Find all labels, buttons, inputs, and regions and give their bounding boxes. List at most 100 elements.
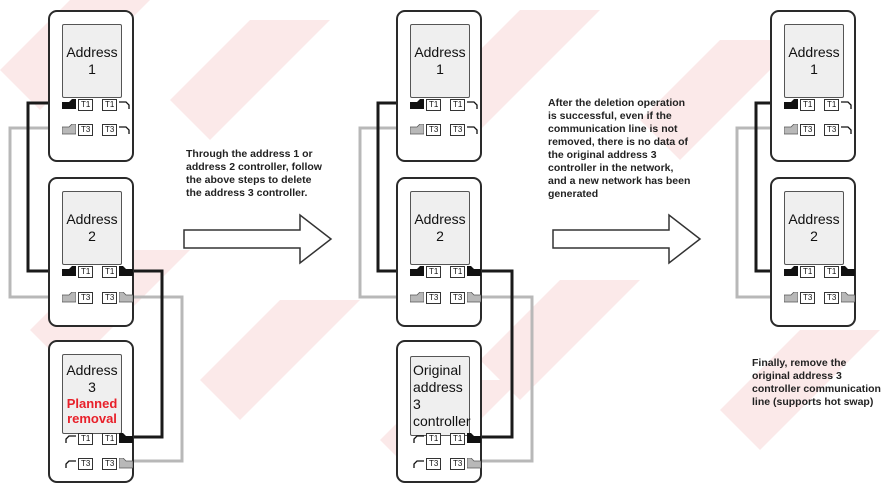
controller-screen: Original address 3 controller — [410, 356, 471, 436]
empty-socket-icon — [841, 126, 852, 134]
port-label: T1 — [800, 98, 816, 111]
original-controller-label: Original — [413, 362, 462, 378]
controller-address-label: Address 1 — [66, 44, 118, 77]
controller-address-2: Address 2 T1 T1 T3 T3 — [48, 177, 134, 327]
port-t3-left: T3 — [62, 123, 94, 136]
port-t1-left: T1 — [410, 265, 442, 278]
controller-address-1: Address 1 T1 T1 T3 T3 — [396, 10, 482, 162]
port-label: T1 — [426, 432, 442, 445]
port-label: T3 — [824, 123, 840, 136]
controller-address-1: Address 1 T1 T1 T3 T3 — [48, 10, 134, 162]
port-label: T1 — [450, 98, 466, 111]
plug-icon — [119, 292, 134, 303]
controller-screen: Address 1 — [784, 24, 844, 98]
empty-socket-icon — [841, 101, 852, 109]
port-label: T1 — [78, 265, 94, 278]
port-t1-left: T1 — [784, 265, 816, 278]
controller-address-label: Address 2 — [66, 211, 118, 244]
plug-icon — [119, 458, 134, 469]
port-label: T3 — [102, 457, 118, 470]
port-t1-left: T1 — [62, 265, 94, 278]
step-3-caption: Finally, remove the original address 3 c… — [752, 357, 881, 408]
plug-icon — [410, 99, 424, 109]
controller-screen: Address 3 Planned removal — [62, 354, 122, 434]
port-t1-right: T1 — [102, 265, 134, 278]
empty-socket-icon — [413, 460, 424, 468]
port-t3-left: T3 — [410, 291, 442, 304]
port-t3-right: T3 — [824, 291, 856, 304]
plug-icon — [467, 433, 482, 443]
port-label: T3 — [426, 123, 442, 136]
port-t3-right: T3 — [102, 457, 134, 470]
controller-screen: Address 2 — [62, 191, 122, 265]
controller-screen: Address 2 — [410, 191, 470, 265]
port-t1-right: T1 — [102, 98, 133, 111]
port-label: T1 — [102, 98, 118, 111]
port-label: T3 — [450, 123, 466, 136]
port-t1-right: T1 — [450, 432, 482, 445]
port-t1-right: T1 — [824, 265, 856, 278]
t3-bus-wire — [479, 295, 534, 463]
empty-socket-icon — [119, 126, 130, 134]
port-t3-right: T3 — [450, 457, 482, 470]
port-t3-left: T3 — [784, 123, 816, 136]
empty-socket-icon — [119, 101, 130, 109]
port-t3-right: T3 — [102, 291, 134, 304]
step-1-caption: Through the address 1 or address 2 contr… — [186, 148, 322, 199]
port-label: T1 — [78, 98, 94, 111]
port-t1-right: T1 — [450, 98, 481, 111]
plug-icon — [119, 266, 134, 276]
port-label: T3 — [78, 123, 94, 136]
step-2-caption: After the deletion operation is successf… — [548, 97, 691, 200]
port-label: T1 — [800, 265, 816, 278]
plug-icon — [410, 292, 424, 303]
port-t1-right: T1 — [102, 432, 134, 445]
right-arrow-icon — [183, 213, 333, 265]
port-label: T3 — [78, 291, 94, 304]
empty-socket-icon — [467, 126, 478, 134]
original-controller-label: controller — [413, 413, 471, 429]
plug-icon — [784, 124, 798, 135]
port-label: T3 — [102, 123, 118, 136]
controller-address-2: Address 2 T1 T1 T3 T3 — [770, 177, 856, 327]
port-label: T1 — [450, 432, 466, 445]
port-label: T3 — [450, 457, 466, 470]
port-label: T1 — [450, 265, 466, 278]
right-arrow-icon — [552, 213, 702, 265]
planned-removal-note: removal — [67, 411, 117, 426]
controller-original-address-3: Original address 3 controller T1 T1 T3 T… — [396, 340, 482, 483]
port-t3-left: T3 — [62, 291, 94, 304]
controller-address-3: Address 3 Planned removal T1 T1 T3 T3 — [48, 340, 134, 483]
port-label: T1 — [102, 265, 118, 278]
port-t1-left: T1 — [410, 98, 442, 111]
empty-socket-icon — [65, 435, 76, 443]
plug-icon — [62, 266, 76, 276]
port-label: T3 — [824, 291, 840, 304]
plug-icon — [841, 292, 856, 303]
port-t3-left: T3 — [62, 457, 94, 470]
controller-address-label: Address 3 — [66, 362, 118, 395]
port-label: T3 — [78, 457, 94, 470]
plug-icon — [467, 266, 482, 276]
port-label: T3 — [800, 123, 816, 136]
port-t1-left: T1 — [784, 98, 816, 111]
plug-icon — [410, 266, 424, 276]
plug-icon — [784, 99, 798, 109]
empty-socket-icon — [413, 435, 424, 443]
port-label: T3 — [426, 291, 442, 304]
port-t3-left: T3 — [410, 123, 442, 136]
plug-icon — [410, 124, 424, 135]
port-label: T1 — [426, 265, 442, 278]
port-t3-left: T3 — [784, 291, 816, 304]
port-label: T1 — [78, 432, 94, 445]
port-t1-left: T1 — [410, 432, 442, 445]
controller-screen: Address 1 — [62, 24, 122, 98]
t1-bus-wire — [131, 269, 164, 439]
port-label: T3 — [102, 291, 118, 304]
controller-address-label: Address 1 — [788, 44, 840, 77]
controller-address-label: Address 2 — [414, 211, 466, 244]
port-label: T1 — [824, 98, 840, 111]
controller-address-label: Address 2 — [788, 211, 840, 244]
plug-icon — [784, 266, 798, 276]
port-t3-left: T3 — [410, 457, 442, 470]
